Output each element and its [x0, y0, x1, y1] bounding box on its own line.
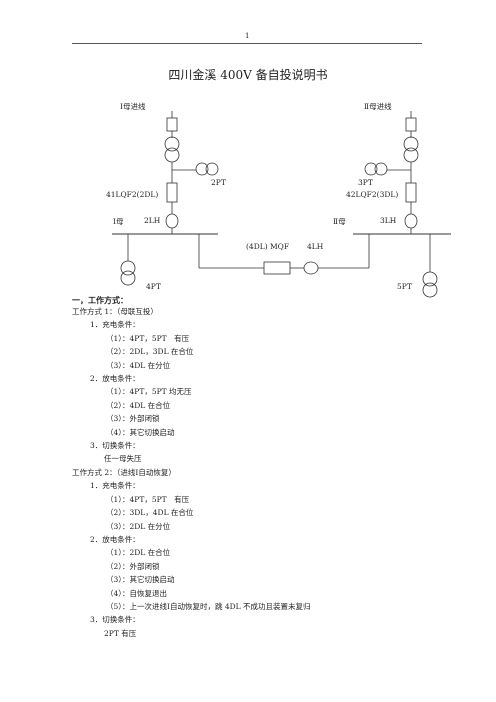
- text-line: （3）：其它切换启动: [106, 575, 175, 585]
- text-line: （2）：3DL，4DL 在合位: [106, 508, 194, 518]
- label-3lh: 3LH: [380, 216, 397, 225]
- label-tie-breaker: (4DL) MQF: [246, 242, 290, 251]
- text-line: 工作方式 2：（进线Ⅰ自动恢复）: [72, 467, 176, 477]
- text-line: （1）：2DL 在合位: [106, 548, 171, 558]
- text-line: （3）：4DL 在分位: [106, 360, 171, 370]
- text-line: （3）：外部闭锁: [106, 414, 160, 424]
- text-line: 1．充电条件：: [90, 320, 140, 330]
- text-line: 3．切换条件：: [90, 441, 140, 451]
- section-heading: 一，工作方式：: [72, 295, 128, 305]
- label-bus-2: Ⅱ母: [333, 217, 346, 226]
- text-line: （4）：其它切换启动: [106, 427, 175, 437]
- label-5pt: 5PT: [397, 282, 412, 291]
- text-line: （2）：2DL，3DL 在合位: [106, 347, 194, 357]
- document-title: 四川金溪 400V 备自投说明书: [168, 68, 328, 82]
- label-3pt: 3PT: [358, 178, 373, 187]
- label-breaker-1: 41LQF2(2DL): [106, 190, 159, 199]
- body-lines: 工作方式 1：（母联互投） 1．充电条件： （1）：4PT，5PT 有压 （2）：2D…: [0, 305, 496, 640]
- header-rule: [72, 43, 422, 44]
- text-line: （2）：4DL 在合位: [106, 400, 171, 410]
- label-2lh: 2LH: [144, 216, 161, 225]
- label-4pt: 4PT: [146, 282, 161, 291]
- text-line: （3）：2DL 在分位: [106, 521, 171, 531]
- label-incoming-1: Ⅰ母进线: [120, 102, 146, 111]
- text-line: 3．切换条件：: [90, 615, 140, 625]
- label-bus-1: Ⅰ母: [113, 217, 124, 226]
- text-line: （4）：自恢复退出: [106, 588, 168, 598]
- text-line: （1）：4PT，5PT 有压: [106, 494, 190, 504]
- text-line: （1）：4PT，5PT 有压: [106, 333, 190, 343]
- text-line: （1）：4PT，5PT 均无压: [106, 387, 192, 397]
- label-4lh: 4LH: [307, 242, 324, 251]
- text-line: 工作方式 1：（母联互投）: [72, 307, 158, 316]
- label-incoming-2: Ⅱ母进线: [364, 102, 392, 111]
- label-breaker-2: 42LQF2(3DL): [346, 190, 399, 199]
- text-line: （2）：外部闭锁: [106, 561, 160, 571]
- page-number: 1: [245, 32, 250, 40]
- text-line: 2．放电条件：: [90, 534, 140, 544]
- text-line: （5）：上一次进线Ⅰ自动恢复时，跳 4DL 不成功且装置未复归: [106, 601, 311, 611]
- text-line: 2．放电条件：: [90, 374, 140, 384]
- label-2pt: 2PT: [211, 178, 226, 187]
- text-line: 任一母失压: [104, 454, 142, 464]
- text-line: 2PT 有压: [104, 628, 137, 638]
- text-line: 1．充电条件：: [90, 481, 140, 491]
